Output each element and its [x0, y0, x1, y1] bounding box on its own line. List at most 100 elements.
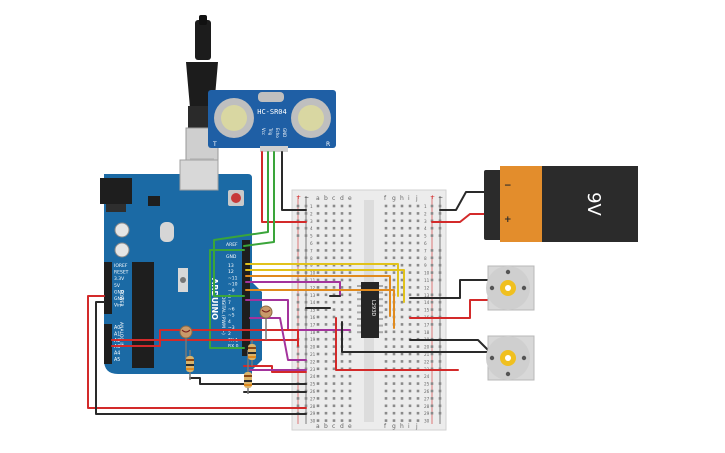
breadboard-hole: [324, 397, 328, 400]
sensor-model-label: HC-SR04: [257, 108, 287, 116]
breadboard-hole: [324, 315, 328, 319]
row-label: 26: [424, 389, 430, 394]
row-label: 22: [310, 359, 316, 364]
breadboard-hole: [332, 300, 336, 304]
breadboard-hole: [408, 382, 412, 385]
wire-pin-11: [245, 275, 391, 317]
breadboard-hole: [384, 204, 388, 208]
breadboard-hole: [384, 345, 388, 348]
breadboard-hole: [416, 360, 420, 363]
breadboard-hole: [332, 337, 336, 341]
breadboard-hole: [332, 241, 336, 245]
breadboard-hole: [408, 404, 412, 408]
wire-battery-neg: [439, 191, 489, 211]
row-label: 3: [424, 219, 427, 224]
wire-motor2-a: [409, 339, 489, 351]
breadboard-hole: [324, 234, 328, 237]
breadboard-hole: [332, 293, 336, 297]
digital-pin-label: ~10: [228, 282, 238, 288]
rail-hole: [296, 397, 300, 400]
breadboard-hole: [316, 389, 320, 393]
wire-arduino-5v: [87, 295, 307, 409]
breadboard-hole: [332, 226, 336, 230]
breadboard-hole: [392, 367, 396, 371]
rail-hole: [296, 360, 300, 363]
breadboard-hole: [392, 256, 396, 260]
breadboard-hole: [332, 212, 336, 215]
breadboard-hole: [408, 374, 412, 378]
breadboard-hole: [416, 382, 420, 385]
breadboard-hole: [340, 234, 344, 237]
wire-pin-9: [245, 289, 395, 329]
breadboard-hole: [324, 382, 328, 385]
breadboard-hole: [332, 374, 336, 378]
breadboard-hole: [324, 330, 328, 334]
breadboard-hole: [416, 241, 420, 245]
breadboard-hole: [340, 382, 344, 385]
breadboard-hole: [340, 374, 344, 378]
breadboard-hole: [408, 352, 412, 356]
breadboard-hole: [348, 212, 352, 215]
rail-hole: [304, 397, 308, 400]
rail-hole: [430, 278, 434, 282]
breadboard-hole: [324, 337, 328, 341]
column-label: d: [340, 423, 344, 430]
row-label: 30: [424, 419, 430, 424]
row-label: 23: [310, 367, 316, 372]
breadboard-hole: [416, 374, 420, 378]
wire-a1-red: [111, 329, 299, 347]
breadboard-hole: [316, 374, 320, 378]
breadboard-hole: [392, 389, 396, 393]
breadboard-hole: [348, 360, 352, 363]
breadboard-hole: [324, 419, 328, 422]
breadboard-hole: [400, 419, 404, 422]
breadboard-hole: [324, 249, 328, 252]
breadboard-hole: [324, 278, 328, 282]
breadboard-hole: [332, 278, 336, 282]
breadboard-hole: [416, 404, 420, 408]
column-label: j: [415, 423, 418, 430]
rail-hole: [438, 404, 442, 408]
breadboard-hole: [416, 263, 420, 267]
ic-pin: [379, 298, 383, 301]
rail-hole: [430, 219, 434, 223]
breadboard-hole: [392, 286, 396, 289]
rail-hole: [430, 204, 434, 208]
breadboard-hole: [316, 345, 320, 348]
rail-hole: [304, 219, 308, 223]
breadboard-hole: [324, 323, 328, 326]
wire-ldr-black: [189, 377, 307, 385]
breadboard-hole: [348, 411, 352, 415]
breadboard-hole: [332, 352, 336, 356]
rail-hole: [438, 249, 442, 252]
breadboard-hole: [408, 293, 412, 297]
breadboard-hole: [408, 360, 412, 363]
rail-hole: [438, 411, 442, 415]
breadboard-hole: [416, 308, 420, 311]
breadboard-hole: [332, 315, 336, 319]
breadboard-hole: [324, 256, 328, 260]
rail-hole: [438, 389, 442, 393]
breadboard-hole: [316, 352, 320, 356]
breadboard-hole: [348, 300, 352, 304]
row-label: 13: [424, 293, 430, 298]
row-label: 18: [310, 330, 316, 335]
row-label: 17: [424, 322, 430, 327]
breadboard-hole: [332, 404, 336, 408]
rail-plus-label: +: [296, 194, 301, 201]
wire-motor1-b: [409, 299, 489, 319]
breadboard-hole: [384, 293, 388, 297]
breadboard-hole: [340, 360, 344, 363]
breadboard-hole: [416, 367, 420, 371]
breadboard-hole: [340, 271, 344, 274]
rail-hole: [438, 300, 442, 304]
breadboard-hole: [408, 219, 412, 223]
breadboard-hole: [408, 226, 412, 230]
ic-pin: [379, 324, 383, 327]
breadboard-hole: [416, 219, 420, 223]
breadboard-hole: [348, 249, 352, 252]
ic-pin: [357, 291, 361, 294]
breadboard-hole: [416, 204, 420, 208]
arduino-brand-label: ARDUINO: [210, 278, 219, 320]
breadboard-hole: [348, 263, 352, 267]
